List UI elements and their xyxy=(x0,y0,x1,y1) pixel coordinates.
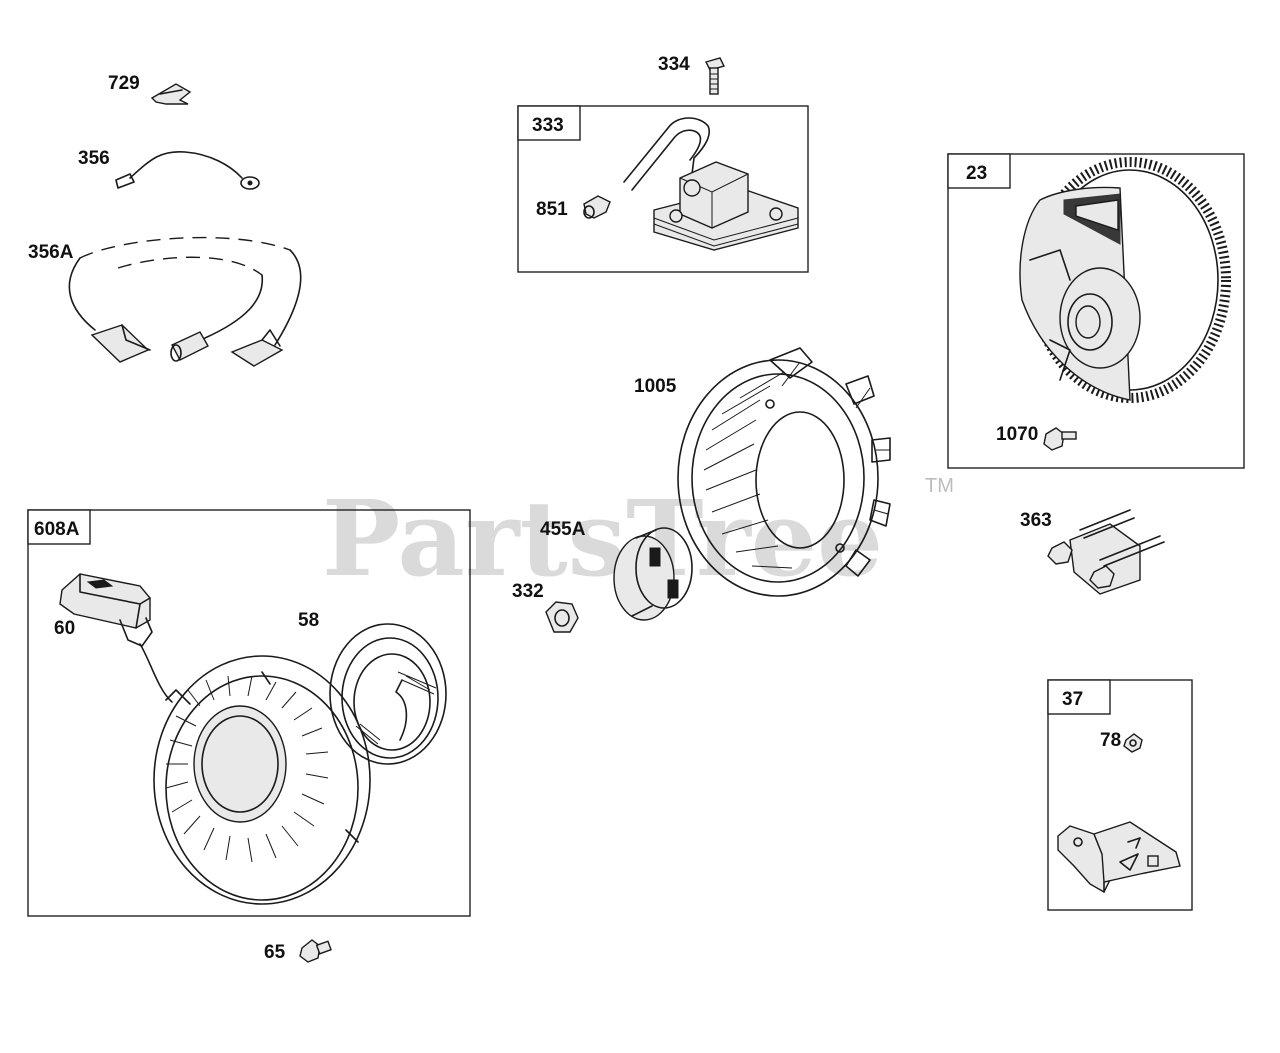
label-455a: 455A xyxy=(540,519,586,540)
label-1005: 1005 xyxy=(634,376,677,397)
part-332-nut[interactable] xyxy=(545,601,579,633)
group-608a-tag xyxy=(27,509,91,545)
part-356a-wire-harness[interactable] xyxy=(68,236,302,367)
part-333-ignition-armature[interactable] xyxy=(623,117,799,251)
label-333: 333 xyxy=(532,115,564,136)
part-78-screw[interactable] xyxy=(1123,733,1143,753)
part-58-rewind-spring[interactable] xyxy=(329,623,447,765)
label-60: 60 xyxy=(54,618,75,639)
label-58: 58 xyxy=(298,610,319,631)
label-332: 332 xyxy=(512,581,544,602)
label-851: 851 xyxy=(536,199,568,220)
group-23-tag xyxy=(947,153,1011,189)
part-729-clip[interactable] xyxy=(150,83,192,105)
group-333-box xyxy=(517,105,809,273)
label-78: 78 xyxy=(1100,730,1121,751)
label-65: 65 xyxy=(264,942,286,963)
part-60-starter-handle[interactable] xyxy=(59,573,173,703)
group-37-tag xyxy=(1047,679,1111,715)
watermark-text: PartsTree xyxy=(322,477,883,600)
part-608a-rewind-starter[interactable] xyxy=(153,655,371,905)
part-1005-fan[interactable] xyxy=(677,347,891,597)
group-608a-box xyxy=(27,509,471,917)
part-363-stud-assembly[interactable] xyxy=(1047,509,1165,595)
group-333-tag xyxy=(517,105,581,141)
label-334: 334 xyxy=(658,54,690,75)
label-608a: 608A xyxy=(34,519,80,540)
part-455a-starter-cup[interactable] xyxy=(613,527,693,621)
part-334-screw[interactable] xyxy=(704,57,726,95)
label-1070: 1070 xyxy=(996,424,1038,445)
part-1070-flywheel-bolt[interactable] xyxy=(1043,427,1077,451)
label-356a: 356A xyxy=(28,242,74,263)
watermark-trademark: TM xyxy=(925,475,954,497)
label-23: 23 xyxy=(966,163,987,184)
group-23-box xyxy=(947,153,1245,469)
part-851-spark-plug-boot[interactable] xyxy=(583,195,611,219)
part-65-screw[interactable] xyxy=(299,939,332,963)
part-23-flywheel[interactable] xyxy=(1019,157,1231,403)
label-356: 356 xyxy=(78,148,110,169)
label-37: 37 xyxy=(1062,689,1083,710)
part-37-bracket[interactable] xyxy=(1057,821,1181,893)
label-363: 363 xyxy=(1020,510,1052,531)
group-37-box xyxy=(1047,679,1193,911)
label-729: 729 xyxy=(108,73,140,94)
part-356-ground-wire[interactable] xyxy=(115,150,260,190)
